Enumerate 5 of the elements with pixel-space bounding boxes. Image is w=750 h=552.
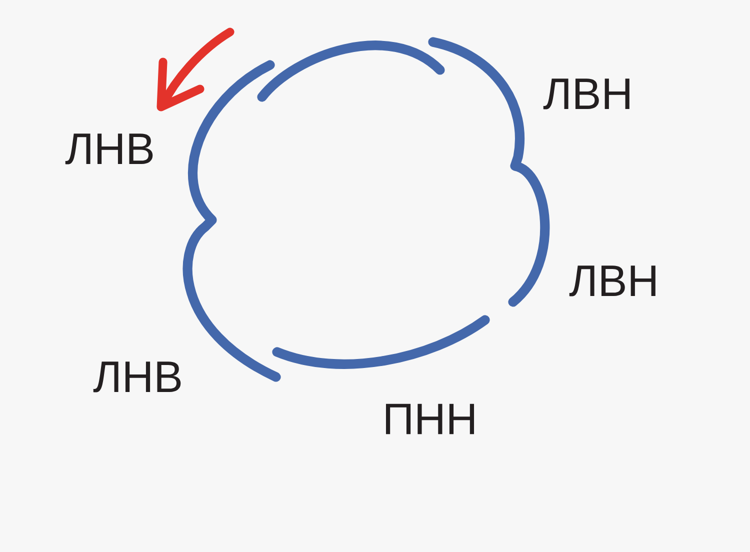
segment-label: ЛВН [569, 266, 656, 296]
segment-label: ПНН [386, 404, 474, 434]
segment-label: ЛНВ [93, 362, 181, 392]
segment-label: ЛНВ [65, 134, 153, 164]
segment-label: ЛВН [543, 78, 630, 110]
